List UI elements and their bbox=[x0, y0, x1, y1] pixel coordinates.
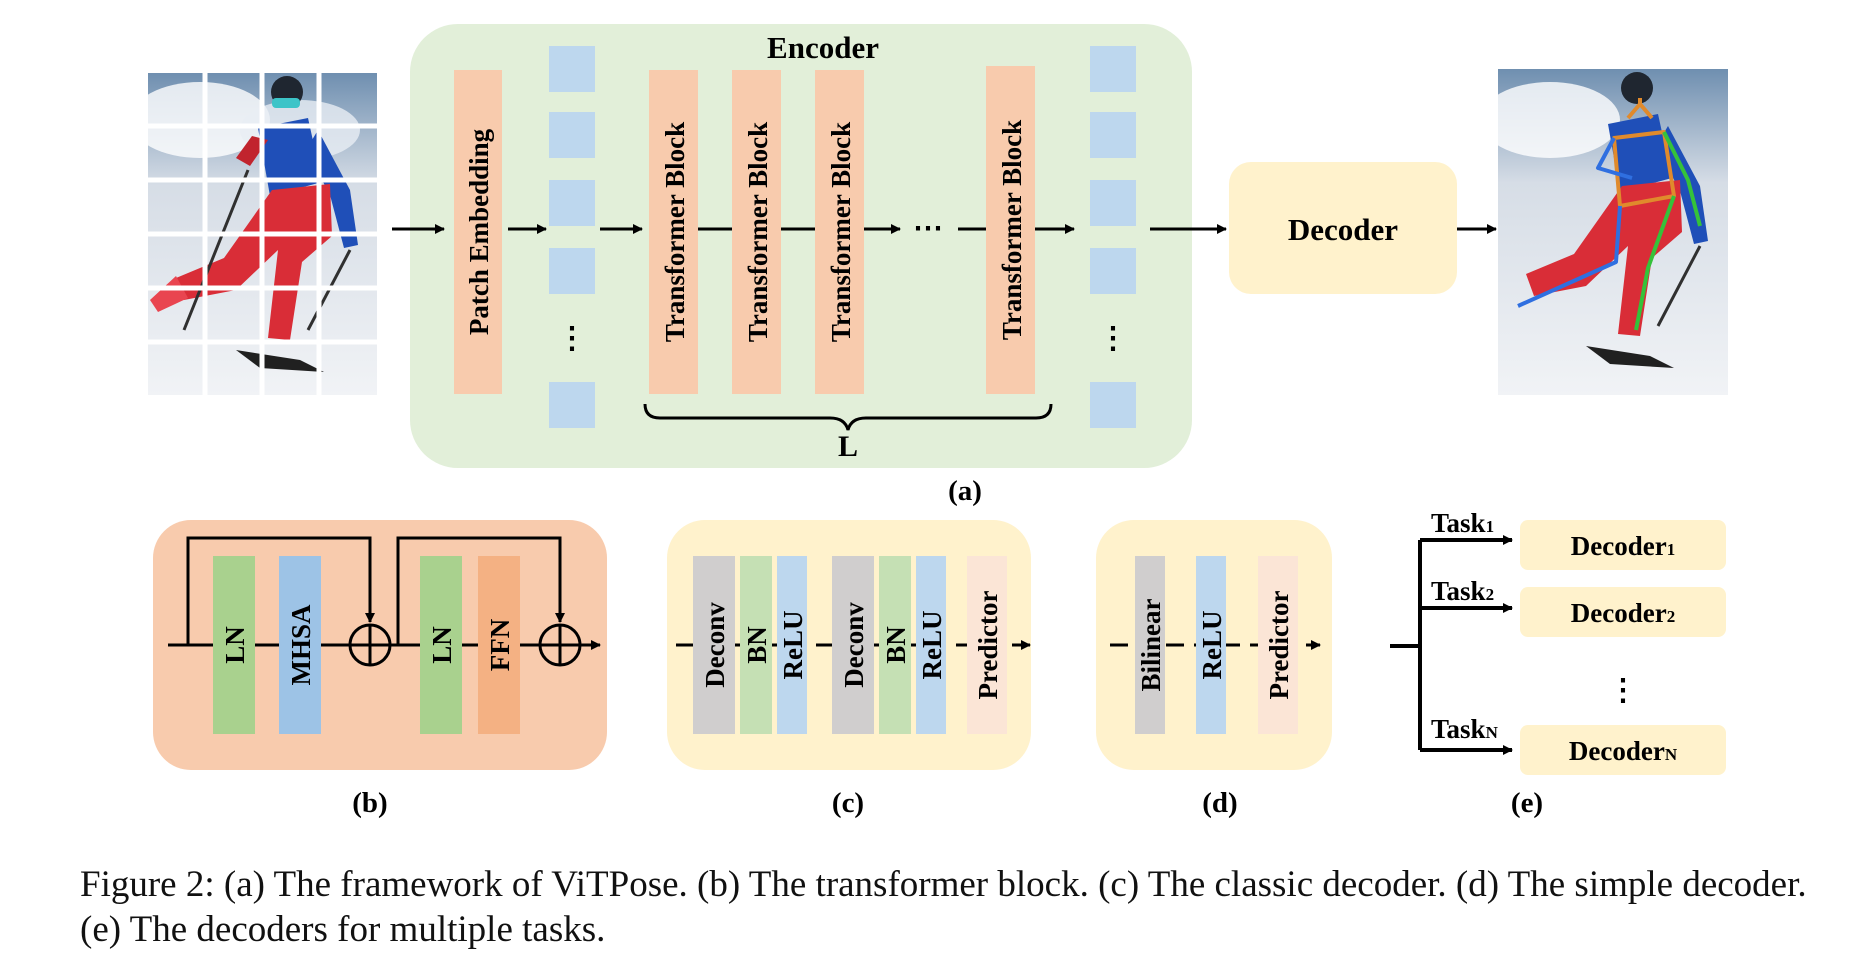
output-image bbox=[1480, 69, 1728, 395]
predictor-block-d bbox=[1258, 556, 1298, 734]
bn-label-2: BN bbox=[881, 626, 911, 664]
layers-label: L bbox=[838, 430, 858, 463]
decoder-label: Decoder bbox=[1288, 212, 1398, 247]
block-ellipsis: ⋯ bbox=[913, 212, 943, 245]
panel-label-a: (a) bbox=[948, 475, 982, 507]
panel-label-e: (e) bbox=[1511, 787, 1543, 819]
bn-label-1: BN bbox=[742, 626, 772, 664]
patch-embedding-block bbox=[454, 70, 502, 394]
transformer-block-3: Transformer Block bbox=[815, 70, 864, 394]
svg-text:Transformer Block: Transformer Block bbox=[997, 120, 1027, 340]
relu-block-2 bbox=[916, 556, 946, 734]
bn-block-2 bbox=[879, 556, 911, 734]
add-circle-2 bbox=[538, 623, 582, 667]
token-column-left bbox=[549, 46, 595, 428]
predictor-label-c: Predictor bbox=[973, 591, 1003, 700]
transformer-block-1: Transformer Block bbox=[649, 70, 698, 394]
decoder-box-2 bbox=[1520, 587, 1726, 637]
svg-text:Transformer Block: Transformer Block bbox=[660, 122, 690, 342]
deconv-block-1 bbox=[693, 556, 735, 734]
token-column-right bbox=[1090, 46, 1136, 428]
layers-brace bbox=[643, 403, 1053, 431]
patch-embedding-label: Patch Embedding bbox=[464, 128, 494, 335]
decoder-box-N bbox=[1520, 725, 1726, 775]
task-label-N: TaskN bbox=[1431, 714, 1499, 744]
predictor-label-d: Predictor bbox=[1264, 591, 1294, 700]
transformer-block-2: Transformer Block bbox=[732, 70, 781, 394]
svg-text:Transformer Block: Transformer Block bbox=[743, 122, 773, 342]
bn-block-1 bbox=[740, 556, 772, 734]
input-image bbox=[130, 73, 377, 395]
bilinear-block bbox=[1135, 556, 1165, 734]
mhsa-label: MHSA bbox=[286, 604, 316, 686]
decoder-label-1: Decoder1 bbox=[1571, 531, 1675, 561]
decoder-vellipsis: ⋮ bbox=[1608, 674, 1638, 707]
mhsa-block bbox=[279, 556, 321, 734]
relu-label-2: ReLU bbox=[917, 611, 947, 680]
decoder-label-N: DecoderN bbox=[1569, 736, 1678, 766]
token-vellipsis-right: ⋮ bbox=[1098, 322, 1128, 355]
task-label-2: Task2 bbox=[1431, 576, 1494, 606]
decoder-box-1 bbox=[1520, 520, 1726, 570]
decoder-box bbox=[1229, 162, 1457, 294]
task-label-1: Task1 bbox=[1431, 508, 1494, 538]
figure-caption: Figure 2: (a) The framework of ViTPose. … bbox=[80, 864, 1807, 950]
relu-block-1 bbox=[777, 556, 807, 734]
panel-label-d: (d) bbox=[1202, 787, 1237, 819]
ln-label-2: LN bbox=[427, 626, 457, 664]
deconv-block-2 bbox=[832, 556, 874, 734]
residual-connections bbox=[168, 536, 601, 650]
encoder-title: Encoder bbox=[767, 30, 879, 65]
panel-label-c: (c) bbox=[832, 787, 864, 819]
ln-block-1 bbox=[213, 556, 255, 734]
predictor-block-c bbox=[967, 556, 1007, 734]
ln-block-2 bbox=[420, 556, 462, 734]
ffn-block bbox=[478, 556, 520, 734]
bilinear-label: Bilinear bbox=[1136, 598, 1166, 691]
decoder-label-2: Decoder2 bbox=[1571, 598, 1675, 628]
relu-label-1: ReLU bbox=[778, 611, 808, 680]
panel-label-b: (b) bbox=[352, 787, 387, 819]
add-circle-1 bbox=[348, 623, 392, 667]
svg-text:Transformer Block: Transformer Block bbox=[826, 122, 856, 342]
relu-block-d bbox=[1196, 556, 1226, 734]
ln-label-1: LN bbox=[220, 626, 250, 664]
deconv-label-1: Deconv bbox=[700, 602, 730, 688]
deconv-label-2: Deconv bbox=[839, 602, 869, 688]
transformer-block-L: Transformer Block bbox=[986, 66, 1035, 394]
ffn-label: FFN bbox=[485, 618, 515, 671]
encoder-panel bbox=[410, 24, 1192, 468]
token-vellipsis-left: ⋮ bbox=[557, 322, 587, 355]
relu-label-d: ReLU bbox=[1197, 611, 1227, 680]
task-branches bbox=[1390, 535, 1513, 755]
